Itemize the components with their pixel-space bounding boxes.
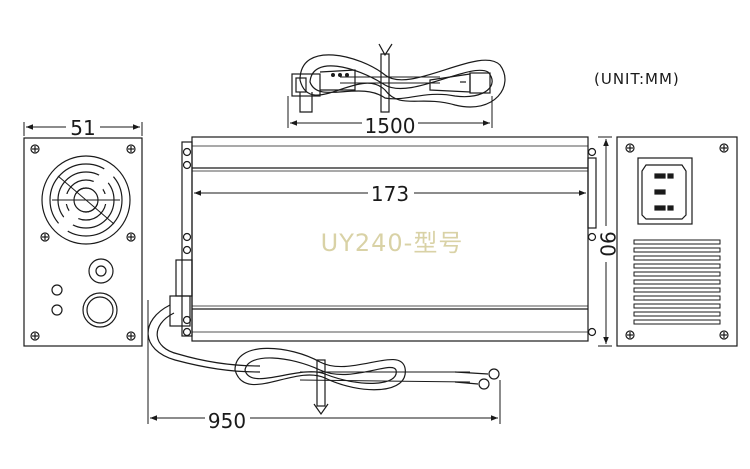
ac-inlet-end-view [616,136,738,347]
width-label: 51 [70,116,95,140]
charger-body [169,136,597,342]
width-dimension [23,122,143,136]
dc-cable-length-label: 950 [208,409,246,433]
dc-output-cable [147,304,500,416]
height-label: 90 [596,231,620,256]
vent-slots [633,239,721,325]
ac-cable-dimension [287,96,493,128]
dc-cable-dimension [147,300,501,424]
unit-label: (UNIT:MM) [594,70,680,88]
height-dimension [598,136,612,347]
fan-grille [41,155,131,245]
ac-power-cable [291,43,506,113]
iec-power-inlet [637,157,693,225]
body-length-label: 173 [371,182,409,206]
fan-end-view [23,137,143,347]
model-label: UY240-型号 [321,229,464,257]
ac-cable-length-label: 1500 [365,114,416,138]
corner-screws [30,144,136,341]
